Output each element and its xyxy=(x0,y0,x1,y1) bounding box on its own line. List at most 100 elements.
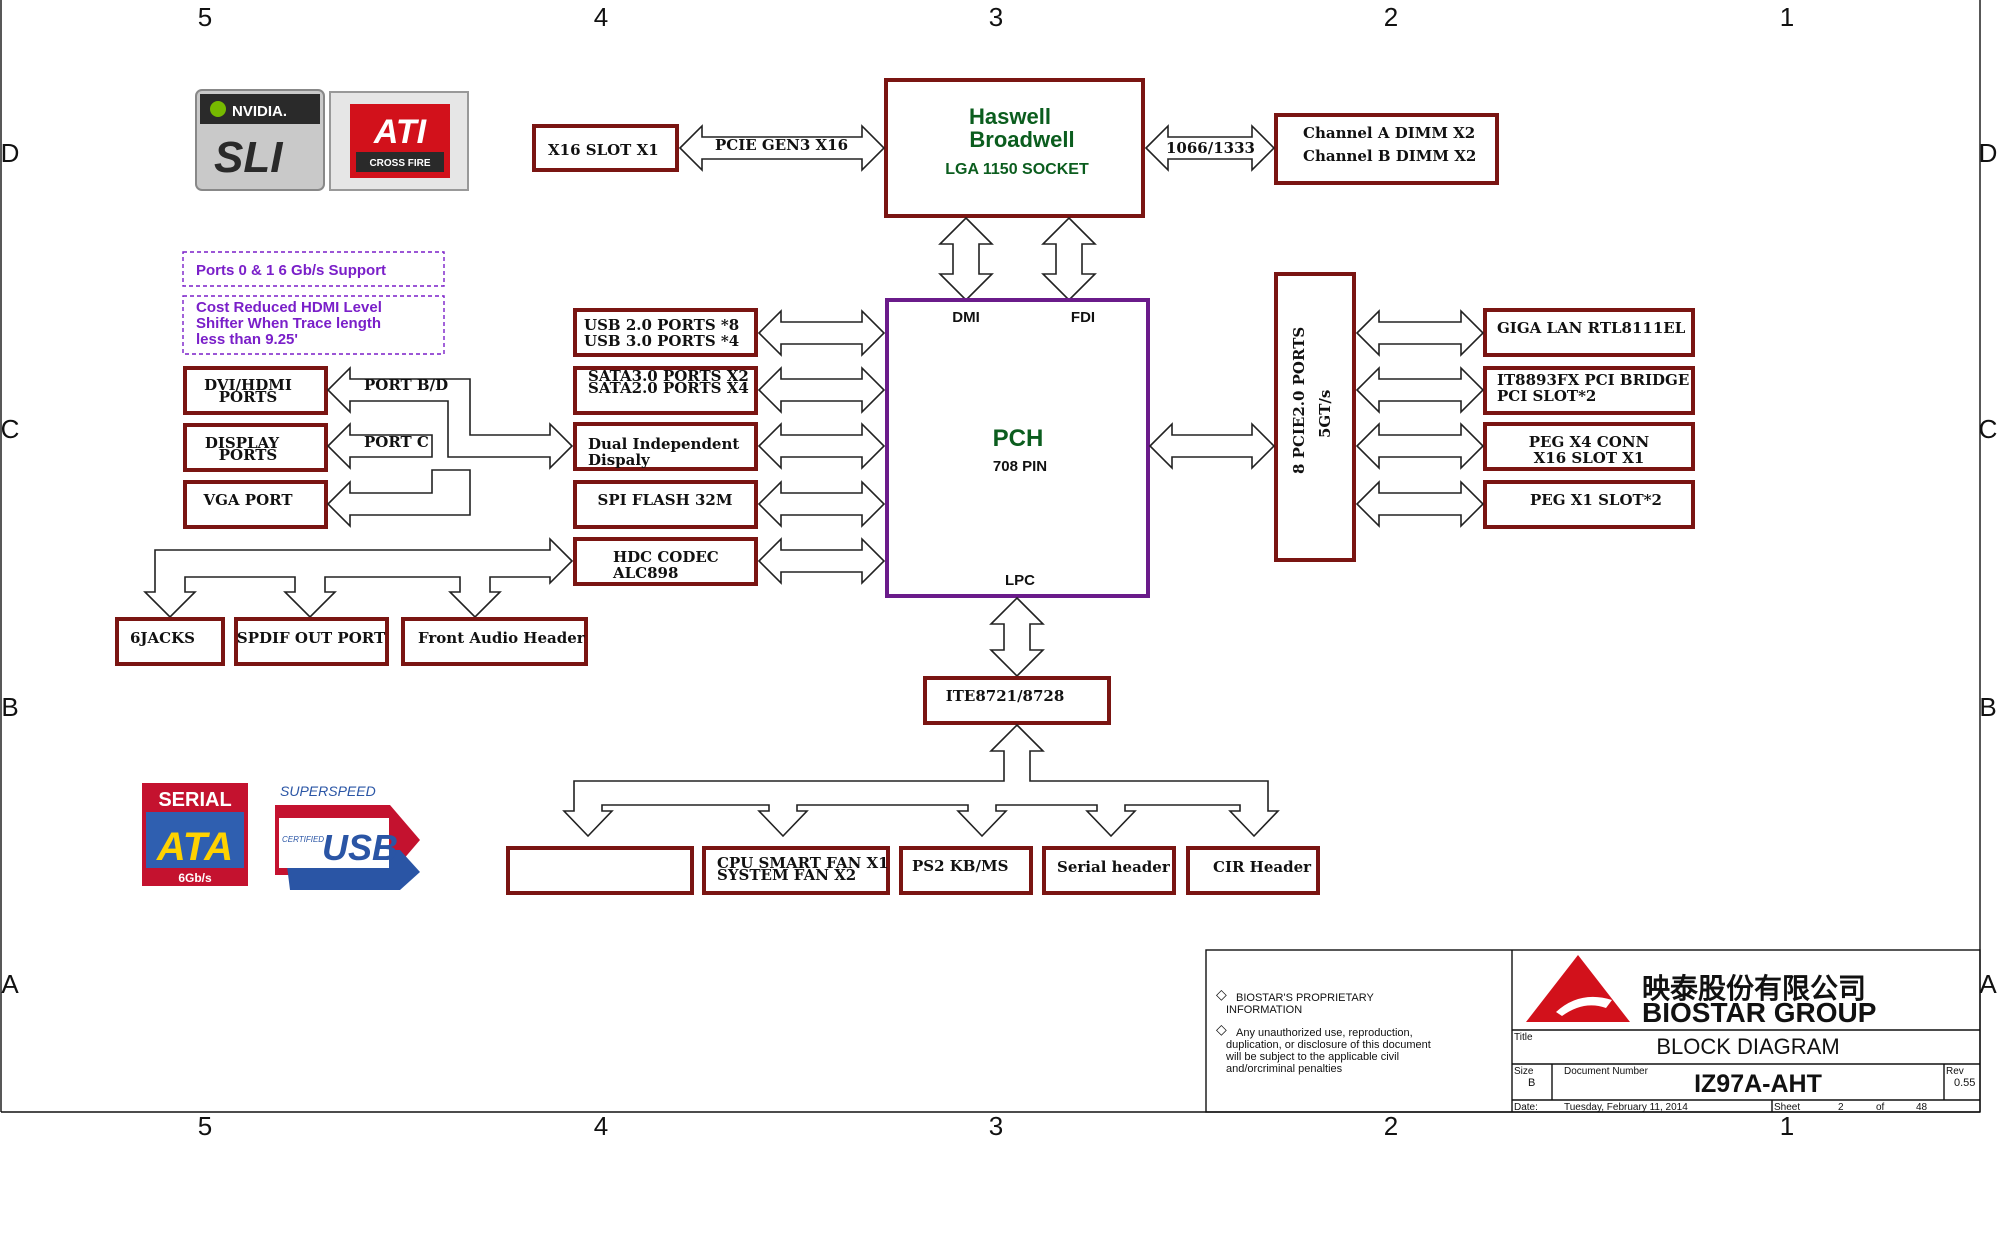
proprietary-diamond-icon: ◇ xyxy=(1216,986,1227,1002)
zone-markers: 5 4 3 2 1 5 4 3 2 1 D C B A D C B A xyxy=(1,2,1998,1141)
pcie-gen3-arrow xyxy=(678,124,886,172)
dual-display-block: Dual Independent Dispaly xyxy=(573,422,758,471)
audio-bus-arrow xyxy=(143,537,574,619)
fan-line: CPU SMART FAN X1 xyxy=(717,854,889,872)
dvi-hdmi-line: DVI/HDMI xyxy=(204,376,292,394)
usb-certified-text: CERTIFIED xyxy=(282,835,324,844)
usb-link-arrow xyxy=(757,309,886,357)
display-link-arrow xyxy=(757,422,886,470)
title-block: ◇ BIOSTAR'S PROPRIETARY INFORMATION ◇ An… xyxy=(1205,949,1981,1113)
fdi-link-arrow xyxy=(1041,216,1097,302)
hdc-codec-line: HDC CODEC xyxy=(613,548,719,566)
nvidia-logo-text: NVIDIA. xyxy=(232,103,287,120)
usb-logo-text: USB xyxy=(322,827,398,868)
pcie-hub-line: 5GT/s xyxy=(1316,390,1334,438)
cpu-name-line: Broadwell xyxy=(969,127,1074,152)
port-c-label: PORT C xyxy=(364,433,429,451)
warning-line: and/orcriminal penalties xyxy=(1226,1063,1343,1075)
peg-x4-block: PEG X4 CONN X16 SLOT X1 xyxy=(1483,422,1695,471)
hdc-link-arrow xyxy=(757,537,886,585)
pch-pins: 708 PIN xyxy=(993,458,1047,475)
pch-fdi-label: FDI xyxy=(1071,309,1095,326)
zone-col-top: 3 xyxy=(989,2,1003,32)
pci-bridge-block: IT8893FX PCI BRIDGE PCI SLOT*2 xyxy=(1483,366,1695,415)
bridge-link-arrow xyxy=(1355,366,1485,414)
ps2-label: PS2 KB/MS xyxy=(912,857,1008,875)
super-io-bus-arrow xyxy=(562,723,1280,838)
proprietary-line: INFORMATION xyxy=(1226,1004,1302,1016)
pch-pcie-link-arrow xyxy=(1148,422,1276,470)
x16-slot-label: X16 SLOT X1 xyxy=(548,141,659,159)
sata-ports-line: SATA2.0 PORTS X4 xyxy=(588,379,749,397)
sata-serial-text: SERIAL xyxy=(158,789,231,811)
vga-port-block: VGA PORT xyxy=(183,480,328,529)
vga-route-arrow xyxy=(326,469,471,528)
zone-col-top: 1 xyxy=(1780,2,1794,32)
dimm-channel-b: Channel B DIMM X2 xyxy=(1303,147,1476,165)
pch-dmi-label: DMI xyxy=(952,309,980,326)
peg-x4-line: X16 SLOT X1 xyxy=(1534,449,1645,467)
zone-row-right: A xyxy=(1979,969,1997,999)
ps2-block: PS2 KB/MS xyxy=(899,846,1033,895)
dimm-channel-a: Channel A DIMM X2 xyxy=(1303,124,1475,142)
peg-x4-link-arrow xyxy=(1355,422,1485,470)
hdc-codec-line: ALC898 xyxy=(612,564,678,582)
display-ports-line: PORTS xyxy=(219,446,278,464)
sata-speed-text: 6Gb/s xyxy=(178,871,212,885)
biostar-logo-icon xyxy=(1526,955,1630,1022)
sata-ports-line: SATA3.0 PORTS X2 xyxy=(588,367,749,385)
proprietary-line: BIOSTAR'S PROPRIETARY xyxy=(1236,992,1374,1004)
serial-header-label: Serial header xyxy=(1057,858,1171,876)
giga-lan-block: GIGA LAN RTL8111EL xyxy=(1483,308,1695,357)
note-ports-text: Ports 0 & 1 6 Gb/s Support xyxy=(196,262,386,279)
zone-col-bottom: 5 xyxy=(198,1111,212,1141)
port-c-route-arrow xyxy=(326,422,433,470)
usb-ports-line: USB 3.0 PORTS *4 xyxy=(584,332,739,350)
serial-header-block: Serial header xyxy=(1042,846,1176,895)
size-value: B xyxy=(1528,1077,1535,1089)
usb-ports-block: USB 2.0 PORTS *8 USB 3.0 PORTS *4 xyxy=(573,308,758,357)
memory-speed-label: 1066/1333 xyxy=(1166,139,1255,157)
zone-col-top: 5 xyxy=(198,2,212,32)
cir-header-block: CIR Header xyxy=(1186,846,1320,895)
sata-ports-block: SATA3.0 PORTS X2 SATA2.0 PORTS X4 xyxy=(573,366,758,415)
nvidia-eye-icon xyxy=(210,101,226,117)
pci-bridge-line: PCI SLOT*2 xyxy=(1497,387,1596,405)
dual-display-line: Dispaly xyxy=(588,451,651,469)
lpc-link-arrow xyxy=(989,596,1045,678)
giga-lan-label: GIGA LAN RTL8111EL xyxy=(1497,319,1686,337)
sata-6gbps-logo: SERIAL ATA 6Gb/s xyxy=(142,783,248,886)
pcie-hub-block: 8 PCIE2.0 PORTS 5GT/s xyxy=(1274,272,1356,562)
warning-diamond-icon: ◇ xyxy=(1216,1021,1227,1037)
dvi-hdmi-line: PORTS xyxy=(219,388,278,406)
warning-line: duplication, or disclosure of this docum… xyxy=(1226,1039,1431,1051)
drawing-title: BLOCK DIAGRAM xyxy=(1656,1034,1839,1059)
zone-col-bottom: 2 xyxy=(1384,1111,1398,1141)
of-label: of xyxy=(1876,1102,1885,1113)
lan-link-arrow xyxy=(1355,309,1485,357)
company-english-name: BIOSTAR GROUP xyxy=(1642,997,1876,1028)
peg-x1-label: PEG X1 SLOT*2 xyxy=(1530,491,1662,509)
super-io-block: ITE8721/8728 xyxy=(923,676,1111,725)
ati-crossfire-logo: ATI CROSS FIRE xyxy=(329,91,469,191)
zone-col-top: 4 xyxy=(594,2,608,32)
display-ports-line: DISPLAY xyxy=(205,434,280,452)
docnum-label: Document Number xyxy=(1564,1066,1649,1077)
zone-row-right: D xyxy=(1979,138,1998,168)
zone-row-right: C xyxy=(1979,414,1998,444)
peg-x1-block: PEG X1 SLOT*2 xyxy=(1483,480,1695,529)
front-audio-label: Front Audio Header xyxy=(418,629,586,647)
fan-block: CPU SMART FAN X1 SYSTEM FAN X2 xyxy=(702,846,890,895)
note-ports-support: Ports 0 & 1 6 Gb/s Support xyxy=(182,251,445,287)
ati-logo-text: ATI xyxy=(373,113,428,151)
date-label: Date: xyxy=(1514,1102,1538,1113)
cpu-name-line: Haswell xyxy=(969,104,1051,129)
pch-block: DMI FDI PCH 708 PIN LPC xyxy=(885,298,1150,598)
dmi-link-arrow xyxy=(938,216,994,302)
nvidia-sli-logo: NVIDIA. SLI xyxy=(195,89,325,191)
note-hdmi-line: Cost Reduced HDMI Level xyxy=(196,299,382,316)
sheet-number: 2 xyxy=(1838,1102,1844,1113)
zone-col-bottom: 1 xyxy=(1780,1111,1794,1141)
pch-title: PCH xyxy=(993,425,1044,452)
note-hdmi-shifter: Cost Reduced HDMI Level Shifter When Tra… xyxy=(182,295,445,355)
